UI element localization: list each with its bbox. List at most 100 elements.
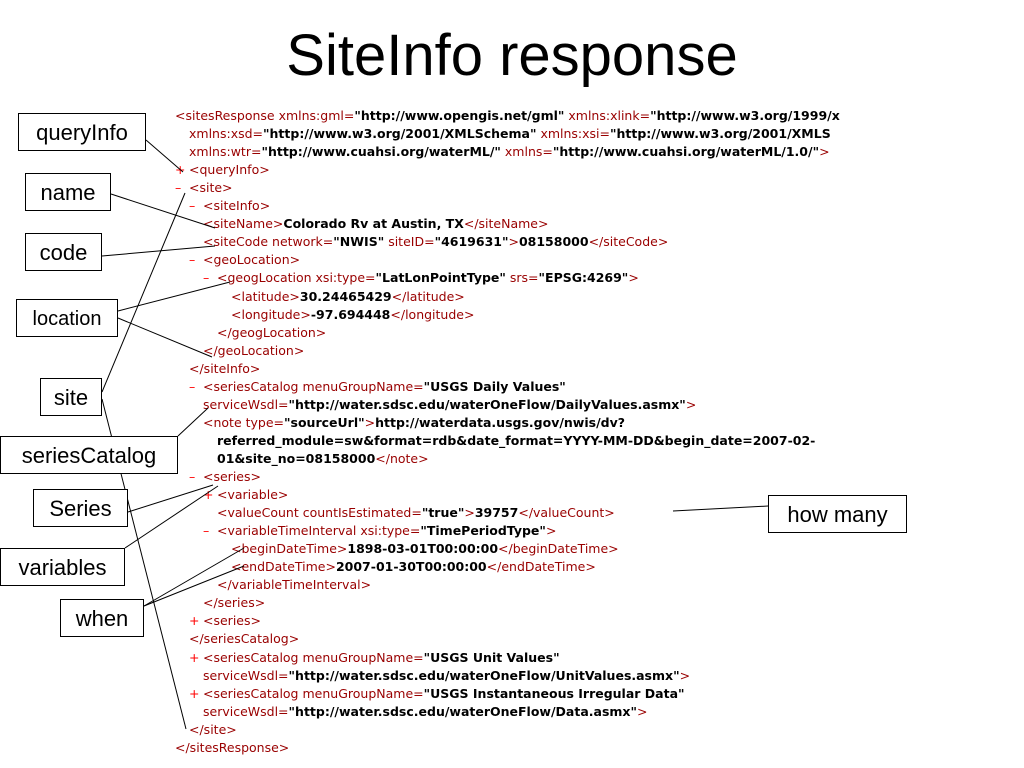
collapse-toggle[interactable]: – (175, 180, 182, 196)
expand-toggle[interactable]: + (189, 685, 200, 701)
xml-tag: </endDateTime> (486, 559, 596, 575)
xml-tag: <queryInfo> (189, 162, 270, 178)
xml-tag: <siteInfo> (203, 198, 271, 214)
connector-when-end (143, 565, 245, 607)
xml-tag: > (628, 270, 639, 286)
callout-location: location (16, 299, 118, 337)
xml-tag: </sitesResponse> (175, 739, 290, 755)
xml-attr-value: "http://www.cuahsi.org/waterML/" (261, 144, 501, 160)
xml-line: <siteCode network="NWIS" siteID="4619631… (203, 233, 668, 251)
xml-tag: <endDateTime> (231, 559, 336, 575)
connector-when-begin (143, 547, 245, 607)
xml-tag: <series> (203, 469, 261, 484)
connector-queryinfo (145, 139, 184, 173)
xml-tag: <geoLocation> (203, 252, 301, 268)
xml-tag: > (637, 703, 648, 719)
xml-tag: <sitesResponse (175, 108, 279, 123)
xml-tag: </series> (203, 595, 266, 611)
xml-tag: <siteName> (203, 216, 284, 232)
callout-code: code (25, 233, 102, 271)
collapse-toggle[interactable]: – (189, 378, 196, 394)
xml-attr-value: "TimePeriodType" (420, 523, 546, 539)
xml-tag: <valueCount (217, 505, 303, 521)
callout-queryinfo: queryInfo (18, 113, 146, 151)
xml-tag: </seriesCatalog> (189, 631, 300, 647)
xml-attr-name: xmlns:gml= (278, 108, 355, 123)
xml-line: –<site> (175, 179, 233, 197)
xml-line: +<series> (189, 612, 261, 630)
xml-tag: </siteName> (463, 216, 549, 232)
collapse-toggle[interactable]: – (203, 270, 210, 286)
collapse-toggle[interactable]: – (203, 523, 210, 539)
xml-line: </siteInfo> (189, 360, 260, 378)
xml-tag: <longitude> (231, 306, 311, 322)
xml-tag: </geogLocation> (217, 324, 327, 340)
xml-tag: </siteCode> (588, 234, 669, 250)
xml-attr-value: "true" (421, 505, 465, 521)
xml-line: <beginDateTime>1898-03-01T00:00:00</begi… (231, 540, 619, 558)
slide-title: SiteInfo response (286, 23, 738, 88)
xml-tag: </note> (375, 450, 429, 466)
xml-tag: > (685, 396, 697, 412)
xml-attr-value: "http://www.w3.org/2001/XMLSchema" (263, 126, 537, 142)
xml-line: </site> (189, 721, 237, 739)
expand-toggle[interactable]: + (203, 487, 214, 503)
xml-attr-value: "4619631" (434, 234, 509, 250)
xml-attr-name: siteID= (384, 234, 435, 250)
xml-tag: > (508, 234, 519, 250)
xml-attr-value: "LatLonPointType" (375, 270, 506, 286)
xml-line: </variableTimeInterval> (217, 576, 371, 594)
callout-name: name (25, 173, 111, 211)
xml-text: 2007-01-30T00:00:00 (335, 559, 487, 575)
expand-toggle[interactable]: + (189, 649, 200, 665)
xml-attr-value: "http://www.w3.org/2001/XMLS (610, 126, 831, 142)
xml-attr-name: xmlns:xsi= (536, 126, 610, 142)
xml-attr-name: xsi:type= (315, 270, 376, 286)
connector-variables (124, 485, 219, 549)
xml-tag: </longitude> (390, 306, 475, 322)
xml-attr-value: "http://www.opengis.net/gml" (354, 108, 565, 123)
xml-attr-value: "http://www.cuahsi.org/waterML/1.0/" (552, 144, 820, 160)
xml-line: +<seriesCatalog menuGroupName="USGS Unit… (189, 649, 560, 667)
xml-line: xmlns:xsd="http://www.w3.org/2001/XMLSch… (189, 125, 831, 143)
xml-attr-name: xmlns= (500, 144, 553, 160)
connector-site-start (101, 192, 186, 393)
xml-tag: <beginDateTime> (231, 541, 348, 557)
xml-tag: </latitude> (391, 288, 465, 304)
xml-tag: <variableTimeInterval (217, 523, 361, 539)
callout-when: when (60, 599, 144, 637)
xml-line: <longitude>-97.694448</longitude> (231, 306, 474, 324)
connector-series (127, 484, 214, 513)
xml-tag: <note (203, 414, 246, 430)
xml-line: –<siteInfo> (189, 197, 270, 215)
xml-line: +<variable> (203, 486, 288, 504)
xml-tag: > (679, 667, 691, 683)
xml-line: </seriesCatalog> (189, 630, 299, 648)
expand-toggle[interactable]: + (189, 613, 200, 629)
collapse-toggle[interactable]: – (189, 198, 196, 214)
xml-line: <valueCount countIsEstimated="true">3975… (217, 504, 615, 522)
collapse-toggle[interactable]: – (189, 469, 196, 484)
xml-text: http://waterdata.usgs.gov/nwis/dv? (375, 414, 625, 430)
xml-tag: </site> (189, 721, 237, 737)
collapse-toggle[interactable]: – (189, 252, 196, 268)
xml-tag: <seriesCatalog (203, 378, 303, 394)
xml-line: </sitesResponse> (175, 739, 289, 757)
xml-attr-value: "USGS Unit Values" (423, 649, 560, 665)
xml-line: <siteName>Colorado Rv at Austin, TX</sit… (203, 215, 548, 233)
xml-line: <note type="sourceUrl">http://waterdata.… (203, 414, 625, 432)
xml-attr-name: menuGroupName= (302, 649, 424, 665)
xml-line: –<variableTimeInterval xsi:type="TimePer… (203, 522, 556, 540)
xml-tag: </geoLocation> (203, 342, 305, 358)
xml-tag: <latitude> (231, 288, 300, 304)
xml-tag: <series> (203, 613, 261, 629)
connector-name (110, 193, 216, 229)
xml-tag: </variableTimeInterval> (217, 577, 372, 593)
callout-seriescatalog: seriesCatalog (0, 436, 178, 474)
xml-attr-name: serviceWsdl= (203, 667, 289, 683)
xml-attr-name: network= (272, 234, 334, 250)
connector-seriescatalog (177, 407, 209, 437)
xml-tag: <siteCode (203, 234, 273, 250)
xml-tag: <seriesCatalog (203, 649, 303, 665)
xml-tag: </siteInfo> (189, 360, 261, 376)
